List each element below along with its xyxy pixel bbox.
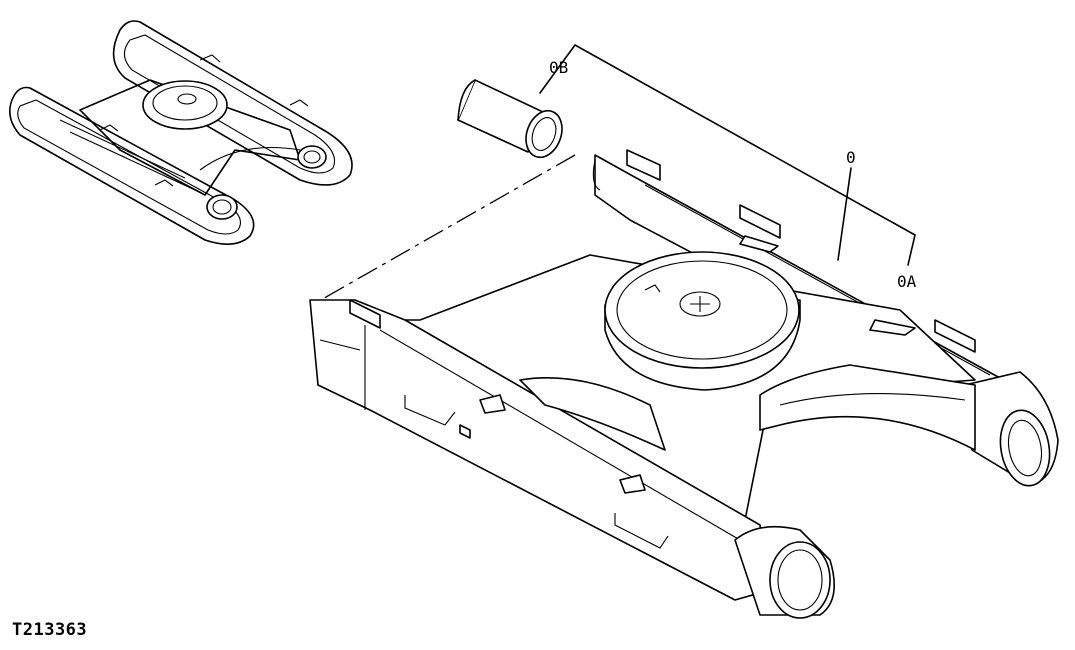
callout-0a-label: 0A [897,272,917,291]
callout-0b-label: 0B [549,58,568,77]
bushing-0b [457,79,563,159]
swing-bearing [604,251,801,391]
callout-0-label: 0 [846,148,856,167]
figure-id-label: T213363 [12,620,88,640]
overview-illustration [9,20,353,245]
main-frame-illustration [309,44,1059,619]
callout-0-leader [837,167,852,261]
callout-0b-leader [539,44,916,266]
